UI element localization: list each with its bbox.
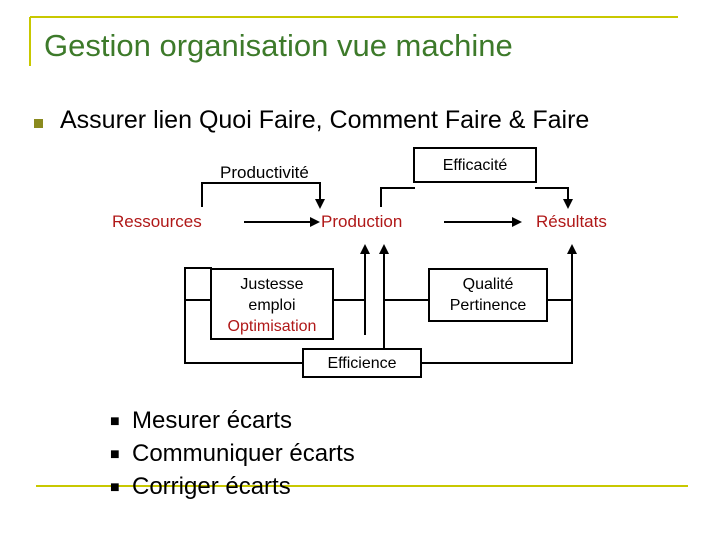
- justesse-loop-left: [184, 267, 212, 301]
- list-item: ■Corriger écarts: [110, 471, 355, 504]
- label-efficacite: Efficacité: [442, 157, 508, 174]
- label-justesse: Justesse: [240, 276, 304, 293]
- box-justesse: Justesse emploi Optimisation: [210, 268, 334, 340]
- label-production: Production: [321, 212, 403, 231]
- label-resultats: Résultats: [536, 212, 607, 231]
- label-efficience: Efficience: [327, 355, 397, 372]
- bullet-square-icon: [34, 119, 43, 128]
- label-ressources: Ressources: [112, 212, 202, 231]
- list-item: ■Mesurer écarts: [110, 405, 355, 438]
- efficacite-bracket: [380, 187, 415, 207]
- box-efficience: Efficience: [302, 348, 422, 378]
- efficience-loop-left: [184, 300, 303, 364]
- productivite-bracket: [201, 182, 325, 209]
- label-qualite: Qualité: [462, 276, 514, 293]
- square-bullet-icon: ■: [110, 413, 120, 430]
- square-bullet-icon: ■: [110, 446, 120, 463]
- efficacite-bracket-right: [535, 187, 573, 209]
- label-pertinence: Pertinence: [449, 297, 527, 314]
- box-efficacite: Efficacité: [413, 147, 537, 183]
- square-bullet-icon: ■: [110, 479, 120, 496]
- qualite-loop-right: [548, 244, 577, 301]
- label-productivite: Productivité: [220, 163, 309, 182]
- main-bullet: Assurer lien Quoi Faire, Comment Faire &…: [60, 106, 590, 134]
- page-title: Gestion organisation vue machine: [44, 28, 513, 63]
- label-emploi: emploi: [248, 297, 296, 314]
- efficience-loop-right: [420, 300, 573, 364]
- list-item: ■Communiquer écarts: [110, 438, 355, 471]
- action-list: ■Mesurer écarts ■Communiquer écarts ■Cor…: [110, 405, 355, 504]
- label-optimisation: Optimisation: [227, 318, 317, 335]
- box-qualite: Qualité Pertinence: [428, 268, 548, 322]
